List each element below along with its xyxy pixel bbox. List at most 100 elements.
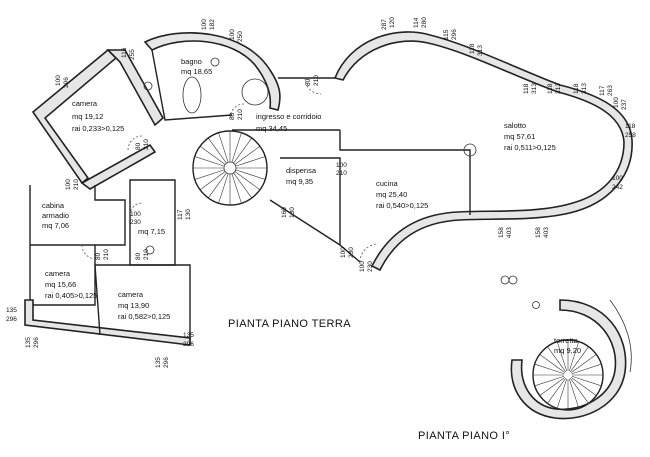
stair-step	[571, 377, 597, 396]
fixtures	[143, 57, 540, 309]
sink-icon	[210, 57, 220, 67]
room-name-torretta: torretta	[554, 336, 579, 345]
room-rai-cucina: rai 0,540>0,125	[376, 201, 428, 210]
stair-step	[568, 341, 580, 372]
dim-label: 403	[506, 227, 513, 238]
room-rai-camera3: rai 0,582>0,125	[118, 312, 170, 321]
dim-label: 100	[359, 261, 366, 272]
door-swing-wc	[129, 202, 143, 216]
dim-label: 80	[135, 252, 142, 260]
stair-step	[208, 137, 227, 164]
dim-label: 313	[531, 83, 538, 94]
title-ground-floor: PIANTA PIANO TERRA	[228, 318, 351, 330]
stair-step	[231, 173, 242, 204]
dim-label: 118	[523, 83, 530, 94]
stair-ground-steps	[193, 131, 267, 205]
dim-label: 100	[65, 179, 72, 190]
dim-label: 100	[130, 211, 141, 218]
stair-step	[571, 354, 597, 373]
dim-label: 230	[348, 247, 355, 258]
room-rai-camera1: rai 0,233>0,125	[72, 124, 124, 133]
wc-toilet-icon	[145, 245, 155, 255]
dim-label: 100	[229, 29, 236, 40]
stair-step	[199, 171, 226, 190]
bathtub-icon	[182, 76, 202, 114]
dim-label: 210	[143, 139, 150, 150]
dim-label: 296	[63, 77, 70, 88]
torretta-dot-icon	[532, 301, 540, 309]
wall-camera2-div	[94, 264, 101, 336]
stair-step	[231, 132, 242, 163]
dim-label: 280	[421, 17, 428, 28]
dim-label: 130	[185, 209, 192, 220]
room-rai-camera2: rai 0,405>0,125	[45, 291, 97, 300]
room-rai-salotto: rai 0,511>0,125	[504, 143, 556, 152]
dim-label: 287	[381, 19, 388, 30]
room-name-bagno: bagno	[181, 57, 202, 66]
dim-label: 250	[237, 31, 244, 42]
dim-label: 242	[612, 184, 623, 191]
room-area-camera1: mq 19,12	[72, 112, 103, 121]
dim-label: 182	[209, 19, 216, 30]
door-swings	[81, 77, 379, 263]
stair-step	[539, 354, 565, 373]
dim-label: 210	[73, 179, 80, 190]
dim-label: 100	[201, 19, 208, 30]
door-swing-cucina	[359, 243, 379, 263]
dim-label: 210	[143, 249, 150, 260]
stair-step	[194, 169, 225, 180]
room-name-camera2: camera	[45, 269, 71, 278]
door-swing-camera	[127, 135, 143, 151]
room-area-cabina: mq 7,06	[42, 221, 69, 230]
stair-ground-core	[223, 161, 237, 175]
dim-label: 296	[33, 337, 40, 348]
wall-cucina-left	[269, 199, 361, 263]
room-area-salotto: mq 57,61	[504, 132, 535, 141]
stair-step	[199, 146, 226, 165]
wall-camera3	[95, 264, 191, 340]
dim-label: 313	[555, 83, 562, 94]
stair-step	[547, 378, 566, 404]
stair-step	[570, 346, 589, 372]
stair-step	[208, 172, 227, 199]
stair-step	[570, 378, 589, 404]
title-first-floor: PIANTA PIANO I°	[418, 430, 510, 442]
dim-label: 135	[155, 357, 162, 368]
dim-label: 100	[55, 75, 62, 86]
room-area-torretta: mq 9,20	[554, 346, 581, 355]
dim-label: 210	[103, 249, 110, 260]
dim-label: 118	[469, 43, 476, 54]
dim-label: 80	[305, 78, 312, 86]
dim-label: 210	[336, 170, 347, 177]
wall-cabina	[29, 185, 96, 306]
dim-label: 296	[6, 316, 17, 323]
dim-label: 313	[581, 83, 588, 94]
room-area-camera2: mq 15,66	[45, 280, 76, 289]
dim-label: 118	[573, 83, 580, 94]
room-labels: camera mq 19,12 rai 0,233>0,125 bagno mq…	[42, 57, 581, 355]
wall-bottom-rooms	[24, 299, 191, 346]
ground-floor-walls	[24, 31, 633, 346]
wall-torretta	[510, 299, 627, 420]
dim-label: 117	[599, 85, 606, 96]
shower-icon	[241, 78, 269, 106]
dim-label: 258	[625, 132, 636, 139]
stair-step	[218, 173, 229, 204]
dim-label: 116	[121, 47, 128, 58]
dim-label: 80	[95, 252, 102, 260]
room-name-camera3: camera	[118, 290, 144, 299]
room-name-cabina-1: cabina	[42, 201, 65, 210]
dim-label: 210	[237, 109, 244, 120]
stair-step	[534, 363, 565, 375]
dimension-labels: 100 296 116 255 100 182 100 250 80 210 8…	[6, 17, 636, 368]
dim-label: 313	[477, 45, 484, 56]
dim-label: 230	[130, 219, 141, 226]
dim-label: 100	[336, 162, 347, 169]
dim-label: 117	[177, 209, 184, 220]
room-area-camera3: mq 13,90	[118, 301, 149, 310]
room-name-dispensa: dispensa	[286, 166, 317, 175]
stair-step	[194, 156, 225, 167]
wall-camera-right	[106, 49, 165, 127]
garden-dot-icon	[500, 275, 510, 285]
wall-cabina-right	[94, 185, 126, 246]
